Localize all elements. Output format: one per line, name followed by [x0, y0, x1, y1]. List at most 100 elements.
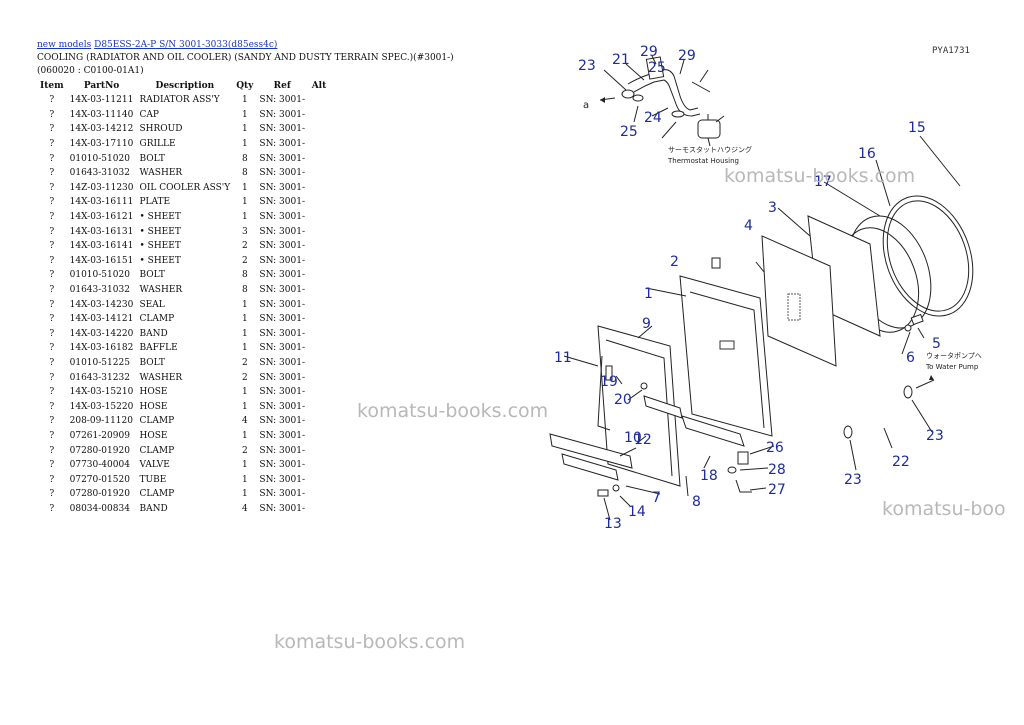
- cell-qty: 2: [241, 372, 248, 383]
- breadcrumb: new models D85ESS-2A-P S/N 3001-3033(d85…: [37, 40, 277, 50]
- cell-part-number: 07261-20909: [69, 430, 130, 441]
- cell-description: CLAMP: [139, 416, 175, 427]
- cell-description: HOSE: [139, 387, 168, 398]
- cell-alt: [308, 108, 330, 123]
- table-header-row: Item PartNo Description Qty Ref Alt: [37, 79, 330, 93]
- thermostat-housing-group: a サーモスタットハウジング Thermostat Housing: [583, 56, 752, 165]
- cell-description: SEAL: [139, 299, 165, 310]
- cell-description: WASHER: [139, 372, 183, 383]
- callout-14: 14: [628, 504, 646, 520]
- cell-ref: SN: 3001-: [259, 387, 305, 398]
- thermostat-label-en: Thermostat Housing: [667, 157, 739, 165]
- cell-alt: [308, 502, 330, 517]
- cell-alt: [308, 370, 330, 385]
- watermark: komatsu-books.com: [357, 400, 549, 422]
- cell-part-number: 14X-03-11140: [69, 109, 134, 120]
- cell-ref: SN: 3001-: [259, 255, 305, 266]
- cell-part-number: 01643-31032: [69, 168, 130, 179]
- cell-alt: [308, 356, 330, 371]
- cell-ref: SN: 3001-: [259, 416, 305, 427]
- cell-ref: SN: 3001-: [259, 503, 305, 514]
- cell-qty: 1: [241, 314, 248, 325]
- cell-qty: 1: [241, 460, 248, 471]
- cell-alt: [308, 487, 330, 502]
- cell-part-number: 08034-00834: [69, 503, 130, 514]
- cell-description: BAFFLE: [139, 343, 178, 354]
- cell-item: ?: [49, 357, 55, 368]
- column-header-item: Item: [40, 81, 64, 91]
- cell-ref: SN: 3001-: [259, 182, 305, 193]
- cell-alt: [308, 195, 330, 210]
- cell-alt: [308, 137, 330, 152]
- cell-qty: 8: [241, 168, 248, 179]
- cell-ref: SN: 3001-: [259, 314, 305, 325]
- cell-ref: SN: 3001-: [259, 299, 305, 310]
- cell-alt: [308, 254, 330, 269]
- callout-20: 20: [614, 392, 632, 408]
- callout-17: 17: [814, 174, 832, 190]
- cell-item: ?: [49, 197, 55, 208]
- cell-description: HOSE: [139, 430, 168, 441]
- valve: [737, 451, 749, 465]
- cell-item: ?: [49, 226, 55, 237]
- callout-29: 29: [640, 44, 658, 60]
- radiator-assembly: [679, 275, 773, 437]
- breadcrumb-link-new-models[interactable]: new models: [37, 40, 92, 50]
- cell-part-number: 07280-01920: [69, 489, 130, 500]
- callout-15: 15: [908, 120, 926, 136]
- cell-part-number: 14X-03-16151: [69, 255, 134, 266]
- callout-13: 13: [604, 516, 622, 532]
- cell-qty: 1: [241, 489, 248, 500]
- cell-qty: 8: [241, 285, 248, 296]
- cell-item: ?: [49, 387, 55, 398]
- cell-ref: SN: 3001-: [259, 109, 305, 120]
- cell-description: CAP: [139, 109, 159, 120]
- cell-qty: 3: [241, 226, 248, 237]
- cell-description: BAND: [139, 503, 168, 514]
- plate: [549, 433, 633, 469]
- callout-29: 29: [678, 48, 696, 64]
- callout-6: 6: [906, 350, 915, 366]
- cell-ref: SN: 3001-: [259, 445, 305, 456]
- callout-23: 23: [578, 58, 596, 74]
- cell-item: ?: [49, 299, 55, 310]
- cell-item: ?: [49, 460, 55, 471]
- cell-part-number: 14X-03-14230: [69, 299, 134, 310]
- cap: [711, 257, 721, 269]
- cell-qty: 1: [241, 343, 248, 354]
- cell-alt: [308, 327, 330, 342]
- grille: [761, 235, 837, 367]
- cell-description: BOLT: [139, 357, 165, 368]
- callout-28: 28: [768, 462, 786, 478]
- callout-11: 11: [554, 350, 572, 366]
- watermark: komatsu-books.com: [724, 165, 916, 187]
- callout-8: 8: [692, 494, 701, 510]
- cell-item: ?: [49, 372, 55, 383]
- cell-part-number: 14X-03-14121: [69, 314, 134, 325]
- cell-qty: 1: [241, 474, 248, 485]
- callout-1: 1: [644, 286, 653, 302]
- cell-description: CLAMP: [139, 489, 175, 500]
- callout-21: 21: [612, 52, 630, 68]
- cell-part-number: 14Z-03-11230: [69, 182, 134, 193]
- cell-qty: 2: [241, 255, 248, 266]
- cell-qty: 4: [241, 416, 248, 427]
- cell-ref: SN: 3001-: [259, 357, 305, 368]
- breadcrumb-link-model[interactable]: D85ESS-2A-P S/N 3001-3033(d85ess4c): [94, 40, 278, 50]
- cell-ref: SN: 3001-: [259, 430, 305, 441]
- cell-alt: [308, 312, 330, 327]
- cell-description: • SHEET: [139, 212, 181, 223]
- cell-ref: SN: 3001-: [259, 139, 305, 150]
- cell-ref: SN: 3001-: [259, 285, 305, 296]
